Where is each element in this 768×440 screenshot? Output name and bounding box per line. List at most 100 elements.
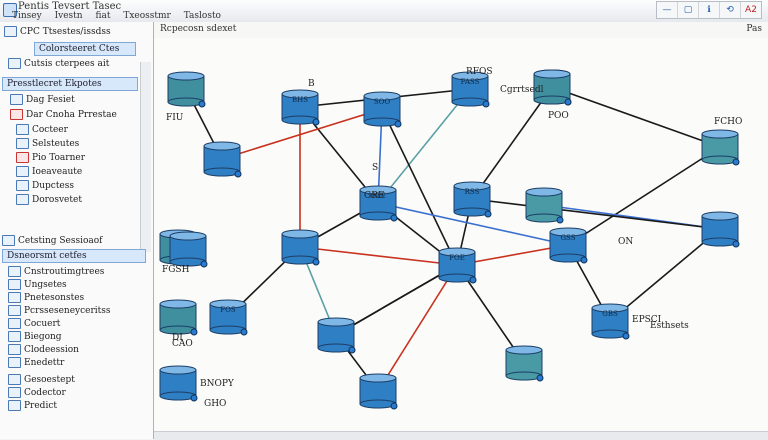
node-icon [10, 94, 23, 105]
node-icon [8, 357, 21, 368]
sidebar-item[interactable]: Dar Cnoha Prrestae [10, 109, 117, 120]
node-icon [16, 166, 29, 177]
sidebar-item[interactable]: Ioeaveaute [16, 166, 82, 177]
sidebar-item[interactable]: Cocteer [16, 124, 68, 135]
database-node[interactable] [167, 71, 206, 108]
port-icon [469, 276, 477, 284]
database-node[interactable] [203, 141, 242, 178]
database-node[interactable] [169, 231, 208, 268]
sidebar-item[interactable]: Selsteutes [16, 138, 79, 149]
database-node[interactable] [505, 345, 544, 382]
sidebar-item[interactable]: Codector [8, 387, 66, 398]
database-node[interactable]: FASS [451, 71, 490, 108]
network-link[interactable] [609, 228, 721, 322]
database-node[interactable]: RSS [453, 181, 492, 218]
database-node[interactable] [525, 187, 564, 224]
port-icon [556, 216, 564, 224]
network-link[interactable] [471, 198, 721, 230]
menu-item[interactable]: Ivestn [54, 11, 83, 21]
port-icon [482, 100, 490, 108]
network-link[interactable] [335, 264, 458, 336]
sidebar-item[interactable]: Cnstroutimgtrees [8, 266, 104, 277]
node-label: RSS [465, 188, 480, 196]
database-node[interactable] [533, 69, 572, 106]
database-node[interactable]: FOS [209, 299, 248, 336]
group2-selected-item[interactable]: Dsneorsmt cetfes [2, 249, 146, 263]
port-icon [390, 402, 398, 410]
sidebar-item[interactable]: Clodeession [8, 344, 79, 355]
diagram-annotation: Cgrrtsedl [500, 85, 544, 95]
database-node[interactable] [159, 299, 198, 336]
database-node[interactable] [281, 229, 320, 266]
database-node[interactable] [159, 365, 198, 402]
database-node[interactable]: BHS [281, 89, 320, 126]
info-icon[interactable]: ℹ [699, 2, 720, 18]
canvas-scrollbar[interactable] [154, 431, 768, 440]
node-icon [8, 266, 21, 277]
sidebar-scrollbar[interactable] [140, 62, 151, 252]
network-link[interactable] [377, 264, 458, 392]
sidebar-item[interactable]: Predict [8, 400, 57, 411]
network-link[interactable] [377, 202, 569, 246]
sidebar-item[interactable]: Biegong [8, 331, 62, 342]
sidebar-item[interactable]: Cocuert [8, 318, 60, 329]
sidebar-item[interactable]: Gesoestept [8, 374, 75, 385]
sidebar-item[interactable]: Dag Fesiet [10, 94, 75, 105]
refresh-icon[interactable]: ⟲ [720, 2, 741, 18]
database-node[interactable]: GTE [359, 185, 398, 222]
sidebar-item[interactable]: Pnetesonstes [8, 292, 84, 303]
database-node[interactable]: SOO [363, 91, 402, 128]
sidebar-item[interactable]: Dorosvetet [16, 194, 82, 205]
menu-item[interactable]: Txeosstmr [123, 11, 171, 21]
edge-layer [185, 86, 721, 392]
sidebar-item[interactable]: Enedettr [8, 357, 64, 368]
port-icon [564, 98, 572, 106]
node-icon [8, 305, 21, 316]
sidebar-item[interactable]: Pio Toarner [16, 152, 85, 163]
sidebar-item[interactable]: Pcrsseseneyceritss [8, 305, 111, 316]
database-node[interactable]: GSS [549, 227, 588, 264]
database-node[interactable]: FOE [438, 247, 477, 284]
menu-item[interactable]: fiat [95, 11, 111, 21]
sidebar-item[interactable]: Dupctess [16, 180, 74, 191]
sidebar-top-row[interactable]: CPC Ttsestes/issdss [4, 26, 111, 37]
sidebar-tab-selected[interactable]: Colorsteeret Ctes [34, 42, 136, 56]
diagram-annotation: DI [172, 333, 183, 343]
port-icon [190, 328, 198, 336]
sidebar-item[interactable]: Ungsetes [8, 279, 67, 290]
network-link[interactable] [471, 86, 553, 200]
window-title: Pentis Tevsert Tasec [18, 1, 122, 12]
diagram-annotation: FCHO [714, 117, 742, 127]
network-link[interactable] [299, 246, 458, 266]
diagram-annotation: ON [618, 237, 633, 247]
node-icon [8, 292, 21, 303]
menu-item[interactable]: Taslosto [183, 11, 221, 21]
network-link[interactable] [221, 108, 383, 160]
database-node[interactable] [359, 373, 398, 410]
group1-selected-item[interactable]: Presstlecret Ekpotes [2, 77, 138, 91]
port-icon [390, 214, 398, 222]
database-node[interactable] [317, 317, 356, 354]
network-link[interactable] [551, 86, 721, 148]
database-node[interactable]: GBS [591, 303, 630, 340]
close-button[interactable]: A2 [745, 5, 757, 15]
diagram-annotation: CAO [172, 339, 193, 349]
network-link[interactable] [381, 108, 458, 266]
database-node[interactable] [701, 211, 740, 248]
network-link[interactable] [377, 88, 471, 204]
maximize-button[interactable]: ▢ [678, 2, 699, 18]
group2-header[interactable]: Cetsting Sessioaof [2, 235, 103, 246]
port-icon [580, 256, 588, 264]
port-icon [312, 258, 320, 266]
network-link[interactable] [567, 146, 721, 246]
menu-item[interactable]: Tinsey [12, 11, 42, 21]
minimize-button[interactable]: — [657, 2, 678, 18]
node-icon [8, 387, 21, 398]
port-icon [200, 260, 208, 268]
diagram-annotation: EPSCI [632, 315, 662, 325]
group1-header[interactable]: Cutsis cterpees ait [8, 58, 109, 69]
database-node[interactable] [701, 129, 740, 166]
sidebar: CPC Ttsestes/issdss Colorsteeret Ctes Cu… [0, 22, 154, 439]
port-icon [732, 240, 740, 248]
